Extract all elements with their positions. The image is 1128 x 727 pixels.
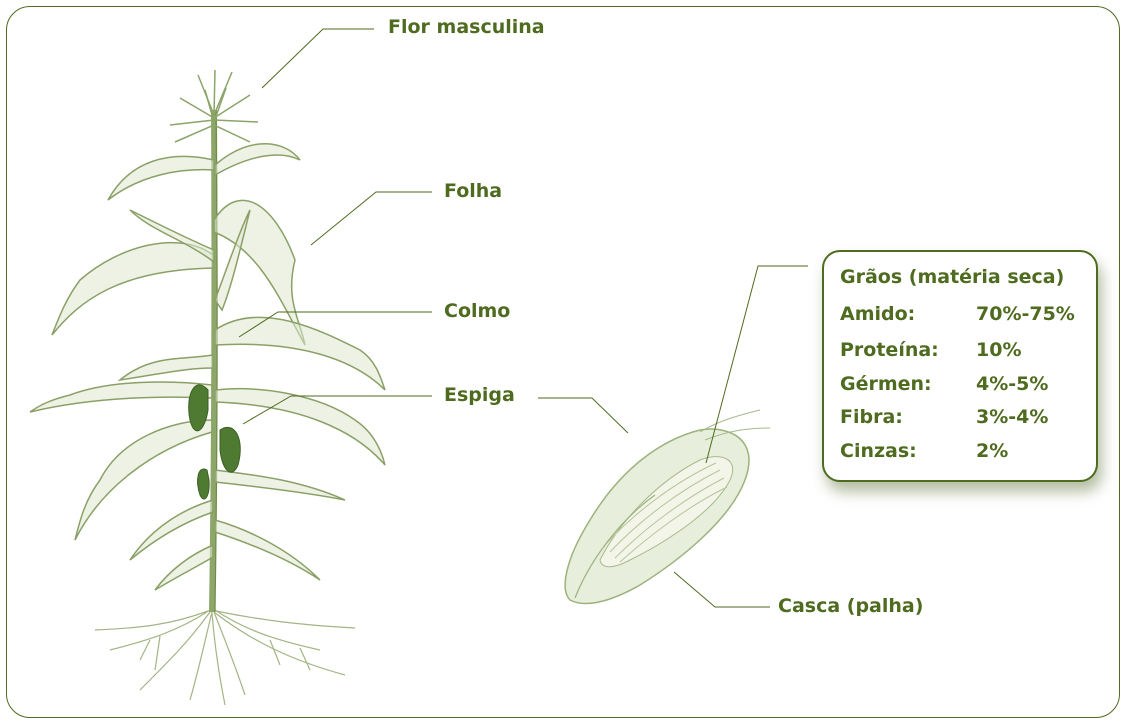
composition-value: 10% bbox=[976, 339, 1021, 361]
composition-title: Grãos (matéria seca) bbox=[840, 266, 1064, 288]
leaves bbox=[30, 144, 385, 590]
composition-name: Amido: bbox=[840, 303, 915, 325]
composition-name: Cinzas: bbox=[840, 440, 917, 462]
corn-ear bbox=[565, 410, 770, 604]
label-casca: Casca (palha) bbox=[778, 597, 923, 616]
roots bbox=[95, 610, 355, 705]
leader-lines bbox=[239, 29, 808, 607]
label-colmo: Colmo bbox=[444, 302, 510, 321]
composition-name: Fibra: bbox=[840, 406, 903, 428]
label-folha: Folha bbox=[444, 182, 502, 201]
composition-value: 2% bbox=[976, 440, 1008, 462]
label-espiga: Espiga bbox=[444, 386, 515, 405]
composition-name: Gérmen: bbox=[840, 373, 932, 395]
composition-value: 70%-75% bbox=[976, 303, 1075, 325]
composition-name: Proteína: bbox=[840, 339, 939, 361]
composition-value: 3%-4% bbox=[976, 406, 1048, 428]
label-flor-masculina: Flor masculina bbox=[388, 18, 545, 37]
grain-composition-box: Grãos (matéria seca) Amido: 70%-75% Prot… bbox=[822, 250, 1098, 482]
composition-value: 4%-5% bbox=[976, 373, 1048, 395]
